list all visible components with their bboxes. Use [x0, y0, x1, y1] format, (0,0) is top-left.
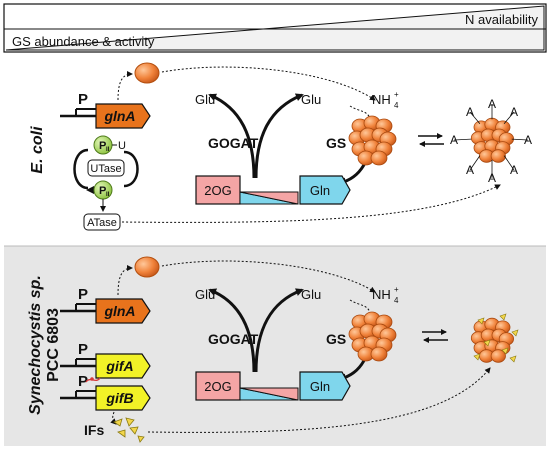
gs-abundance-label: GS abundance & activity — [12, 34, 155, 49]
ecoli-utase-box — [87, 159, 125, 177]
bound-if-protein — [483, 339, 491, 347]
gs-subunit — [370, 346, 388, 362]
bound-if-protein — [509, 355, 517, 363]
adenylyl-label: A — [466, 163, 474, 177]
syn-organism-line1: Synechocystis sp. — [27, 275, 44, 415]
svg-text:II: II — [106, 147, 110, 153]
gs-subunit — [490, 349, 506, 363]
syn-gs-monomer — [134, 256, 160, 278]
n-availability-label: N availability — [465, 12, 538, 27]
syn-gogat-label: GOGAT — [208, 331, 259, 347]
ecoli-atase-label: ATase — [87, 217, 117, 229]
gradient-wedge — [5, 5, 545, 51]
syn-gogat-arrow — [208, 288, 256, 373]
syn-organism-line2: PCC 6803 — [45, 308, 62, 382]
ecoli-pii-cycle: P II U UTase P II ATase — [73, 135, 501, 231]
syn-nh4: NH — [372, 287, 391, 302]
if-proteins — [113, 417, 145, 443]
svg-text:P: P — [78, 286, 88, 303]
syn-inactivated-gs — [470, 313, 519, 363]
ecoli-nh4: NH — [372, 92, 391, 107]
syn-gifA-label: gifA — [105, 358, 133, 374]
adenylyl-label: A — [488, 171, 496, 185]
svg-text:+: + — [394, 90, 399, 99]
ecoli-glnA-gene — [95, 103, 151, 129]
syn-gs-label: GS — [326, 331, 346, 347]
syn-gifB-label: gifB — [105, 390, 133, 406]
svg-text:P: P — [99, 185, 106, 197]
syn-ifs-label: IFs — [84, 422, 104, 438]
bound-if-protein — [511, 329, 519, 337]
bound-if-protein — [473, 353, 481, 361]
ecoli-gogat-label: GOGAT — [208, 135, 259, 151]
adenylyl-label: A — [488, 97, 496, 111]
ecoli-gs-monomer — [134, 62, 160, 84]
ecoli-u-label: U — [118, 140, 126, 152]
ecoli-gs-dodecamer — [348, 115, 397, 166]
syn-2og-wedge — [239, 387, 299, 401]
syn-glu-right: Glu — [301, 287, 321, 302]
svg-text:P: P — [78, 341, 88, 358]
ecoli-gs-label: GS — [326, 135, 346, 151]
ecoli-promoter-label: P — [78, 91, 88, 108]
syn-glu-arrow — [254, 288, 304, 373]
svg-text:P: P — [99, 140, 106, 152]
syn-glnA-label: glnA — [103, 303, 135, 319]
ecoli-utase-label: UTase — [90, 163, 121, 175]
syn-2og-label: 2OG — [204, 379, 231, 394]
ecoli-glu-left: Glu — [195, 92, 215, 107]
ecoli-2og-label: 2OG — [204, 183, 231, 198]
ecoli-organism-label: E. coli — [29, 126, 46, 174]
synechocystis-panel — [4, 246, 546, 446]
ecoli-atase-box — [83, 213, 121, 231]
gs-subunit — [490, 149, 506, 163]
adenylyl-label: A — [524, 133, 532, 147]
adenylyl-label: A — [466, 105, 474, 119]
gs-subunit — [370, 150, 388, 166]
svg-text:4: 4 — [394, 101, 399, 110]
adenylyl-label: A — [510, 105, 518, 119]
syn-gifA-gene — [95, 353, 151, 379]
svg-text:+: + — [394, 285, 399, 294]
ecoli-glnA-label: glnA — [103, 108, 135, 124]
ecoli-2og-box — [195, 175, 241, 205]
adenylyl-label: A — [450, 133, 458, 147]
ecoli-glu-right: Glu — [301, 92, 321, 107]
svg-text:II: II — [106, 192, 110, 198]
ecoli-glu-arrow — [254, 93, 304, 179]
syn-2og-box — [195, 371, 241, 401]
svg-text:4: 4 — [394, 296, 399, 305]
syn-gln-label: Gln — [310, 379, 330, 394]
bound-if-protein — [501, 347, 509, 355]
header-frame — [3, 3, 547, 53]
syn-glu-left: Glu — [195, 287, 215, 302]
adenylyl-label: A — [510, 163, 518, 177]
synechocystis-section: Synechocystis sp. PCC 6803 P glnA P gifA… — [27, 256, 519, 443]
bound-if-protein — [499, 313, 507, 321]
ecoli-gln-label: Gln — [310, 183, 330, 198]
ecoli-gogat-arrow — [208, 93, 256, 179]
syn-gln-box — [299, 371, 351, 401]
ecoli-gln-box — [299, 175, 351, 205]
syn-gifB-gene — [95, 385, 151, 411]
header: N availability GS abundance & activity — [3, 3, 547, 53]
bound-if-protein — [477, 317, 485, 325]
svg-text:P: P — [78, 373, 88, 390]
syn-glnA-gene — [95, 298, 151, 324]
ecoli-2og-wedge — [239, 191, 299, 205]
ecoli-section: E. coli P glnA P II U UTase P II — [29, 62, 532, 231]
syn-gs-dodecamer — [348, 311, 397, 362]
